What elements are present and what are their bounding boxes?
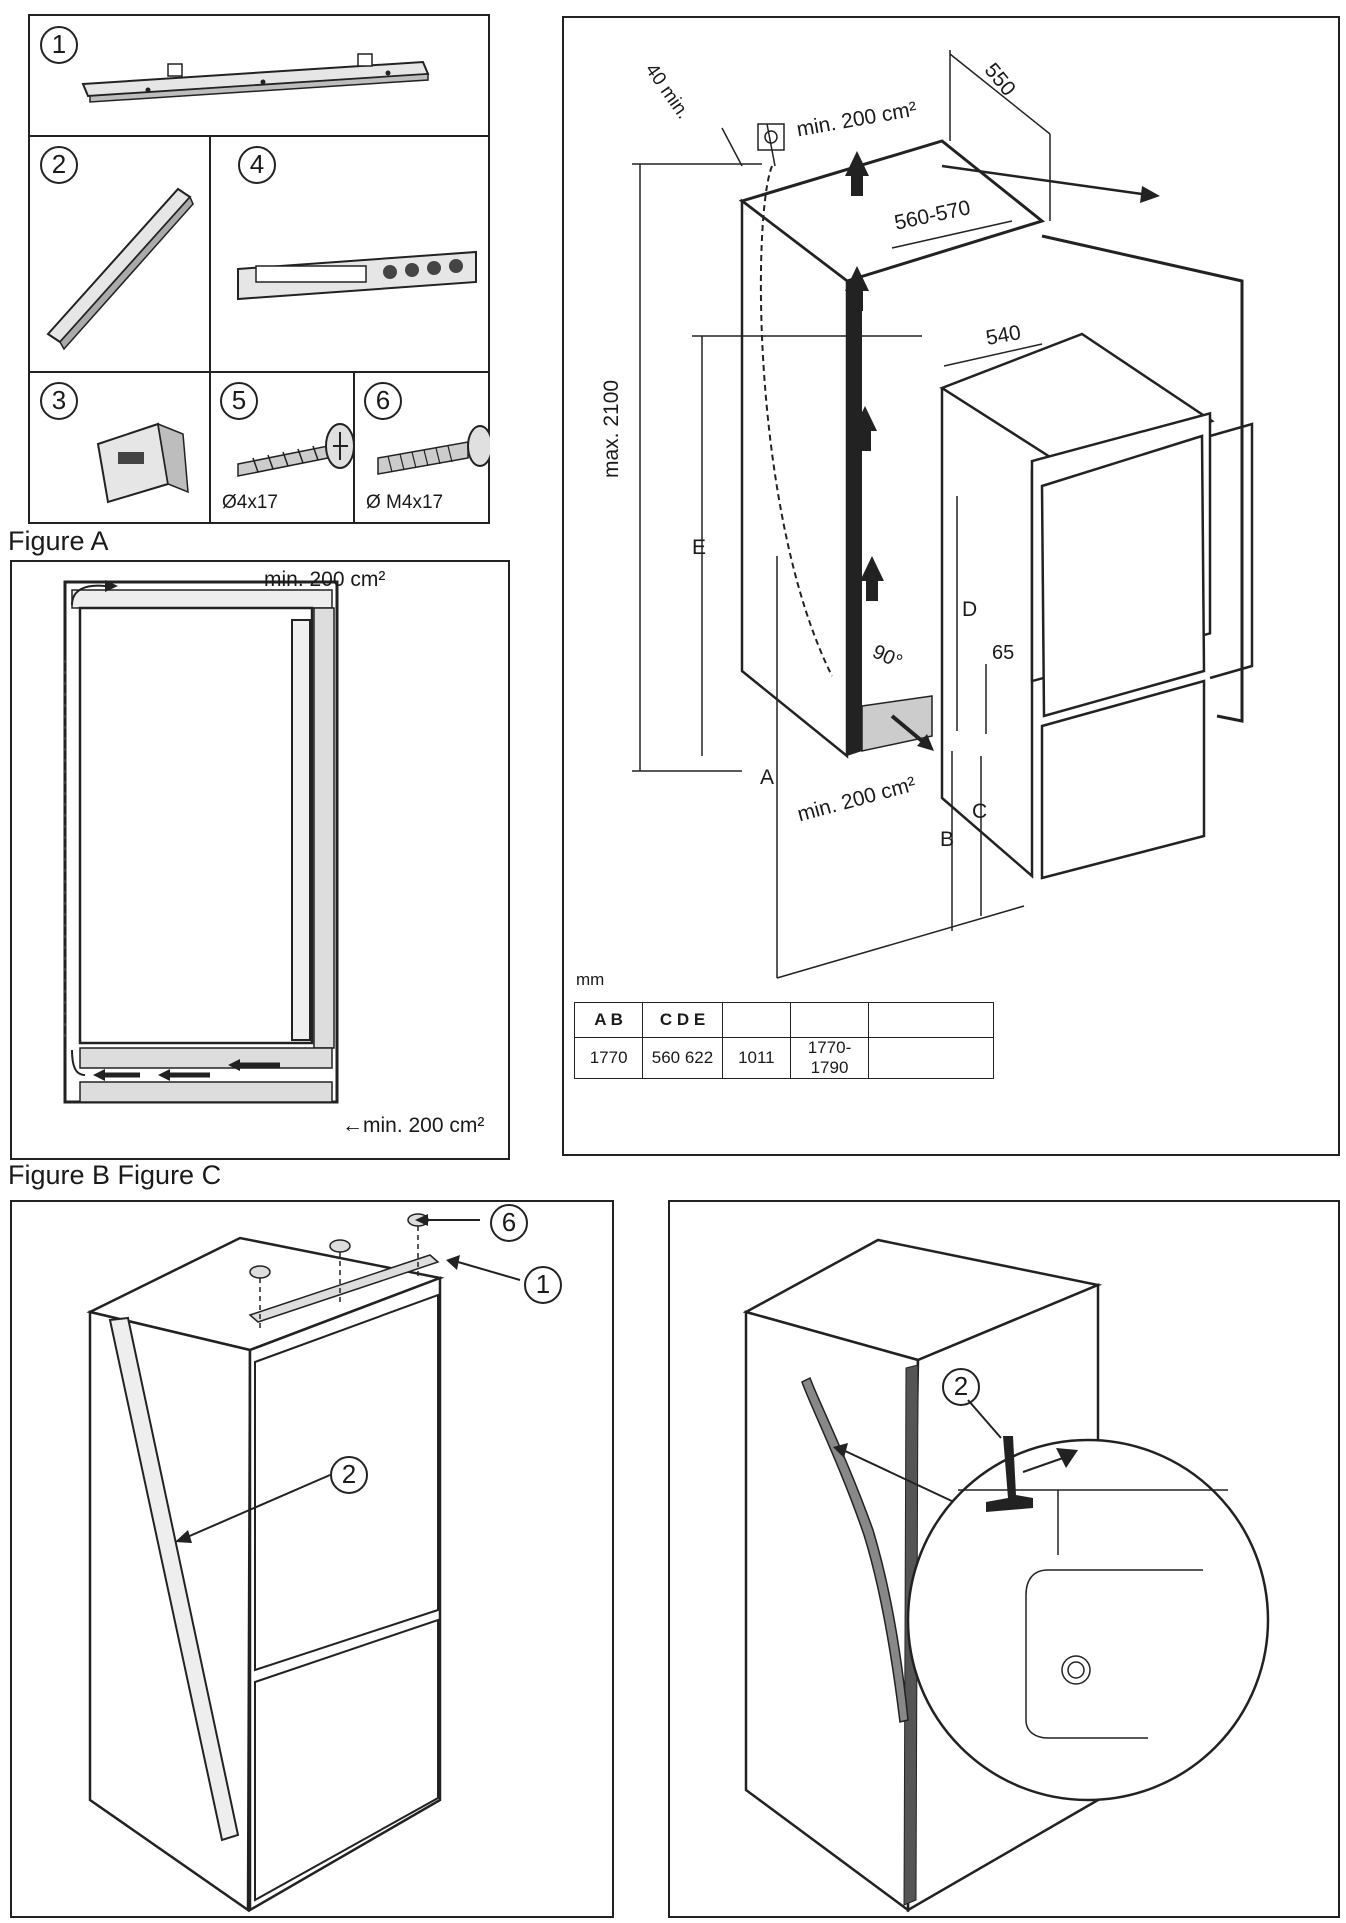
dimension-value-cell bbox=[868, 1037, 994, 1079]
part-2-strip-drawing bbox=[46, 187, 194, 351]
label-e: E bbox=[692, 536, 707, 559]
part-6-number: 6 bbox=[364, 382, 402, 420]
figure-bc-caption: Figure B Figure C bbox=[8, 1160, 222, 1190]
part-5-caption: Ø4x17 bbox=[222, 492, 278, 513]
label-b: B bbox=[940, 828, 955, 851]
figure-a: min. 200 cm² ←min. 200 cm² bbox=[10, 560, 510, 1160]
dimension-lines bbox=[632, 50, 1051, 979]
figure-a-caption: Figure A bbox=[8, 526, 109, 556]
figure-c-callout-2: 2 bbox=[942, 1368, 980, 1406]
part-4-number: 4 bbox=[238, 146, 276, 184]
dimension-value-cell: 1770-1790 bbox=[789, 1037, 870, 1079]
figure-b-callout-2: 2 bbox=[330, 1456, 368, 1494]
part-1-rail-drawing bbox=[81, 53, 430, 103]
part-5-screw-drawing bbox=[237, 423, 355, 477]
dimension-header-cell bbox=[789, 1002, 870, 1038]
figure-a-svg bbox=[63, 580, 339, 1104]
part-6-caption: Ø M4x17 bbox=[366, 492, 444, 513]
installation-diagram-svg bbox=[632, 50, 1254, 979]
part-6-screw-drawing bbox=[377, 425, 490, 475]
figure-b-svg bbox=[86, 1213, 521, 1913]
figure-b-callout-1: 1 bbox=[524, 1266, 562, 1304]
label-max-height: max. 2100 bbox=[600, 379, 623, 478]
part-1-number: 1 bbox=[40, 26, 78, 64]
parts-grid-svg bbox=[28, 53, 490, 524]
airflow-arrows bbox=[845, 151, 1160, 751]
label-65: 65 bbox=[992, 642, 1015, 664]
part-3-bracket-drawing bbox=[96, 422, 189, 504]
label-d: D bbox=[962, 598, 978, 621]
parts-grid: 1 2 4 3 5 6 Ø4x17 Ø M4x17 bbox=[28, 14, 490, 524]
dimension-unit: mm bbox=[576, 970, 605, 989]
dimension-table-values: 1770 560 622 1011 1770-1790 bbox=[573, 1037, 994, 1079]
dimension-value-cell: 1011 bbox=[721, 1037, 791, 1079]
figure-b-callout-6: 6 bbox=[490, 1204, 528, 1242]
figure-c-svg bbox=[742, 1238, 1270, 1913]
installation-diagram: 40 min. min. 200 cm² 550 560-570 540 max… bbox=[562, 16, 1340, 1156]
figure-c: 2 bbox=[668, 1200, 1340, 1918]
figure-b: 6 1 2 bbox=[10, 1200, 614, 1918]
part-4-vent-drawing bbox=[237, 250, 477, 301]
part-5-number: 5 bbox=[220, 382, 258, 420]
dimension-value-cell: 560 622 bbox=[642, 1037, 723, 1079]
dimension-header-cell: A B bbox=[573, 1002, 644, 1038]
dimension-value-cell: 1770 bbox=[573, 1037, 644, 1079]
dimension-header-cell bbox=[721, 1002, 791, 1038]
figure-a-vent-top-label: min. 200 cm² bbox=[264, 568, 386, 591]
dimension-table-header: A B C D E bbox=[573, 1002, 994, 1038]
part-3-number: 3 bbox=[40, 382, 78, 420]
dimension-table: A B C D E 1770 560 622 1011 1770-1790 bbox=[573, 1002, 994, 1079]
dimension-header-cell bbox=[868, 1002, 994, 1038]
figure-a-vent-bottom-label: ←min. 200 cm² bbox=[342, 1114, 485, 1137]
part-2-number: 2 bbox=[40, 146, 78, 184]
dimension-header-cell: C D E bbox=[642, 1002, 723, 1038]
label-a: A bbox=[760, 766, 775, 789]
label-c: C bbox=[972, 800, 988, 823]
